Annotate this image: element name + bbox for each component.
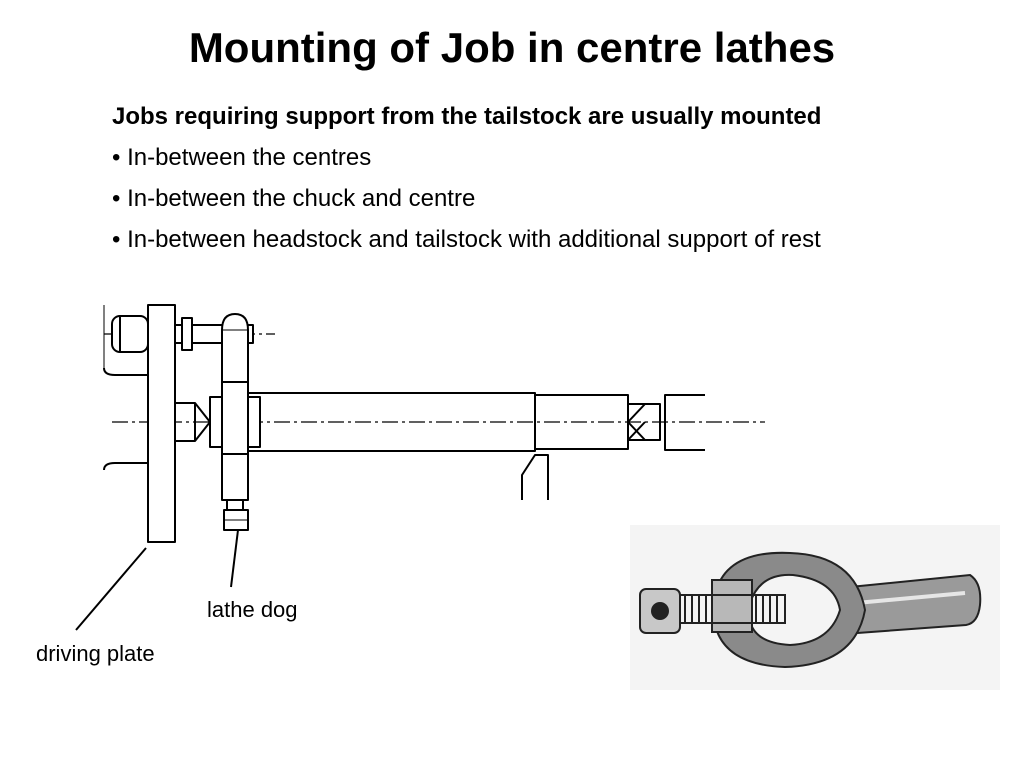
driving-plate	[147, 304, 176, 543]
bullet-item: • In-between headstock and tailstock wit…	[112, 226, 821, 253]
cutting-tool	[521, 454, 549, 500]
driving-pin	[111, 315, 149, 353]
lathe-dog-photo	[630, 525, 1000, 690]
slide-title: Mounting of Job in centre lathes	[188, 24, 836, 71]
lathe-dog-tail	[221, 313, 249, 501]
set-screw	[226, 499, 244, 511]
driving-plate-leader	[75, 547, 147, 631]
tailstock-quill	[664, 394, 705, 451]
bullet-list: Jobs requiring support from the tailstoc…	[112, 100, 992, 264]
spindle-nose	[103, 367, 148, 471]
lathe-dog-label: lathe dog	[207, 597, 298, 622]
bullet-item: • In-between the chuck and centre	[112, 185, 476, 212]
lathe-dog-leader	[230, 529, 239, 588]
bullet-item: • In-between the centres	[112, 144, 372, 171]
intro-text: Jobs requiring support from the tailstoc…	[112, 103, 822, 130]
driving-plate-label: driving plate	[36, 641, 155, 666]
